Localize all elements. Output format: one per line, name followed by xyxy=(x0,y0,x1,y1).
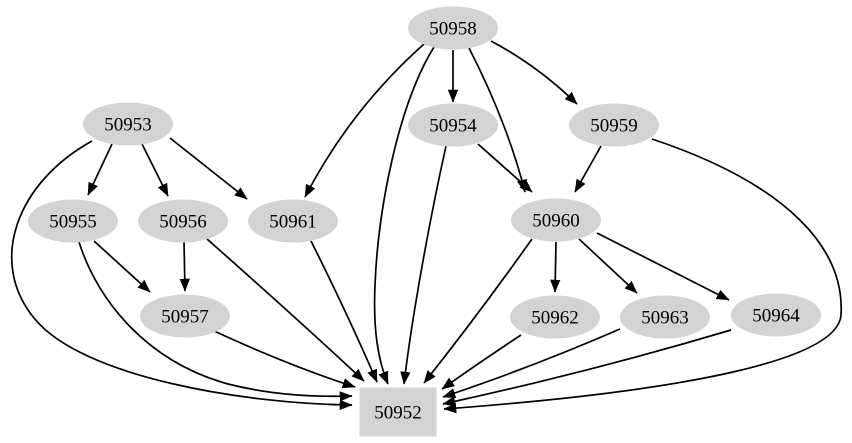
edge-50955-to-50952 xyxy=(78,241,353,402)
node-ellipse-50963 xyxy=(620,295,710,339)
edge-50960-to-50962 xyxy=(550,241,561,293)
node-ellipse-50959 xyxy=(569,103,659,147)
edge-50958-to-50959 xyxy=(490,40,578,105)
node-ellipse-50960 xyxy=(511,198,601,242)
edge-50958-to-50960 xyxy=(468,47,527,193)
edge-50957-to-50952 xyxy=(213,330,356,389)
node-ellipse-50957 xyxy=(140,294,230,338)
edge-50961-to-50952 xyxy=(310,240,378,383)
edge-50963-to-50952 xyxy=(442,328,621,399)
node-50955: 50955 xyxy=(28,199,118,243)
node-50954: 50954 xyxy=(408,103,498,147)
edge-50959-to-50952 xyxy=(443,138,842,414)
node-50957: 50957 xyxy=(140,294,230,338)
node-ellipse-50961 xyxy=(248,199,338,243)
node-50952: 50952 xyxy=(359,387,437,437)
node-label-50961: 50961 xyxy=(269,212,317,233)
edge-50953-to-50956 xyxy=(141,143,169,197)
node-label-50955: 50955 xyxy=(49,212,97,233)
node-label-50957: 50957 xyxy=(161,307,209,328)
node-ellipse-50958 xyxy=(408,6,498,50)
node-ellipse-50964 xyxy=(731,293,821,337)
edge-50958-to-50952 xyxy=(373,46,435,385)
edge-50954-to-50952 xyxy=(400,145,447,385)
node-50962: 50962 xyxy=(510,295,600,339)
node-label-50963: 50963 xyxy=(641,308,689,329)
node-50960: 50960 xyxy=(511,198,601,242)
edge-50964-to-50952 xyxy=(442,329,732,407)
node-ellipse-50954 xyxy=(408,103,498,147)
node-50956: 50956 xyxy=(138,199,228,243)
node-label-50958: 50958 xyxy=(429,19,477,40)
edge-50953-to-50961 xyxy=(169,137,248,200)
node-50964: 50964 xyxy=(731,293,821,337)
node-50963: 50963 xyxy=(620,295,710,339)
edge-50958-to-50961 xyxy=(304,43,425,198)
edge-50960-to-50952 xyxy=(423,238,533,384)
node-ellipse-50955 xyxy=(28,199,118,243)
edge-50956-to-50957 xyxy=(179,241,190,292)
edge-50954-to-50960 xyxy=(477,143,533,193)
node-label-50964: 50964 xyxy=(752,306,800,327)
node-50961: 50961 xyxy=(248,199,338,243)
edge-50953-to-50955 xyxy=(87,143,113,196)
node-label-50954: 50954 xyxy=(429,116,477,137)
node-50959: 50959 xyxy=(569,103,659,147)
node-ellipse-50962 xyxy=(510,295,600,339)
edge-50960-to-50964 xyxy=(596,232,730,301)
node-label-50953: 50953 xyxy=(104,115,152,136)
edge-50956-to-50952 xyxy=(206,238,365,382)
edge-50960-to-50963 xyxy=(578,238,638,294)
edge-50959-to-50960 xyxy=(574,145,602,193)
node-label-50959: 50959 xyxy=(590,116,638,137)
node-ellipse-50956 xyxy=(138,199,228,243)
node-label-50956: 50956 xyxy=(159,212,207,233)
edge-50962-to-50952 xyxy=(441,334,522,390)
node-box-50952 xyxy=(359,387,437,437)
node-label-50962: 50962 xyxy=(531,308,579,329)
node-label-50960: 50960 xyxy=(532,211,580,232)
edge-50953-to-50952 xyxy=(10,140,353,411)
node-ellipse-50953 xyxy=(83,102,173,146)
node-50953: 50953 xyxy=(83,102,173,146)
node-50958: 50958 xyxy=(408,6,498,50)
node-label-50952: 50952 xyxy=(374,403,422,424)
edge-50955-to-50957 xyxy=(93,240,151,293)
